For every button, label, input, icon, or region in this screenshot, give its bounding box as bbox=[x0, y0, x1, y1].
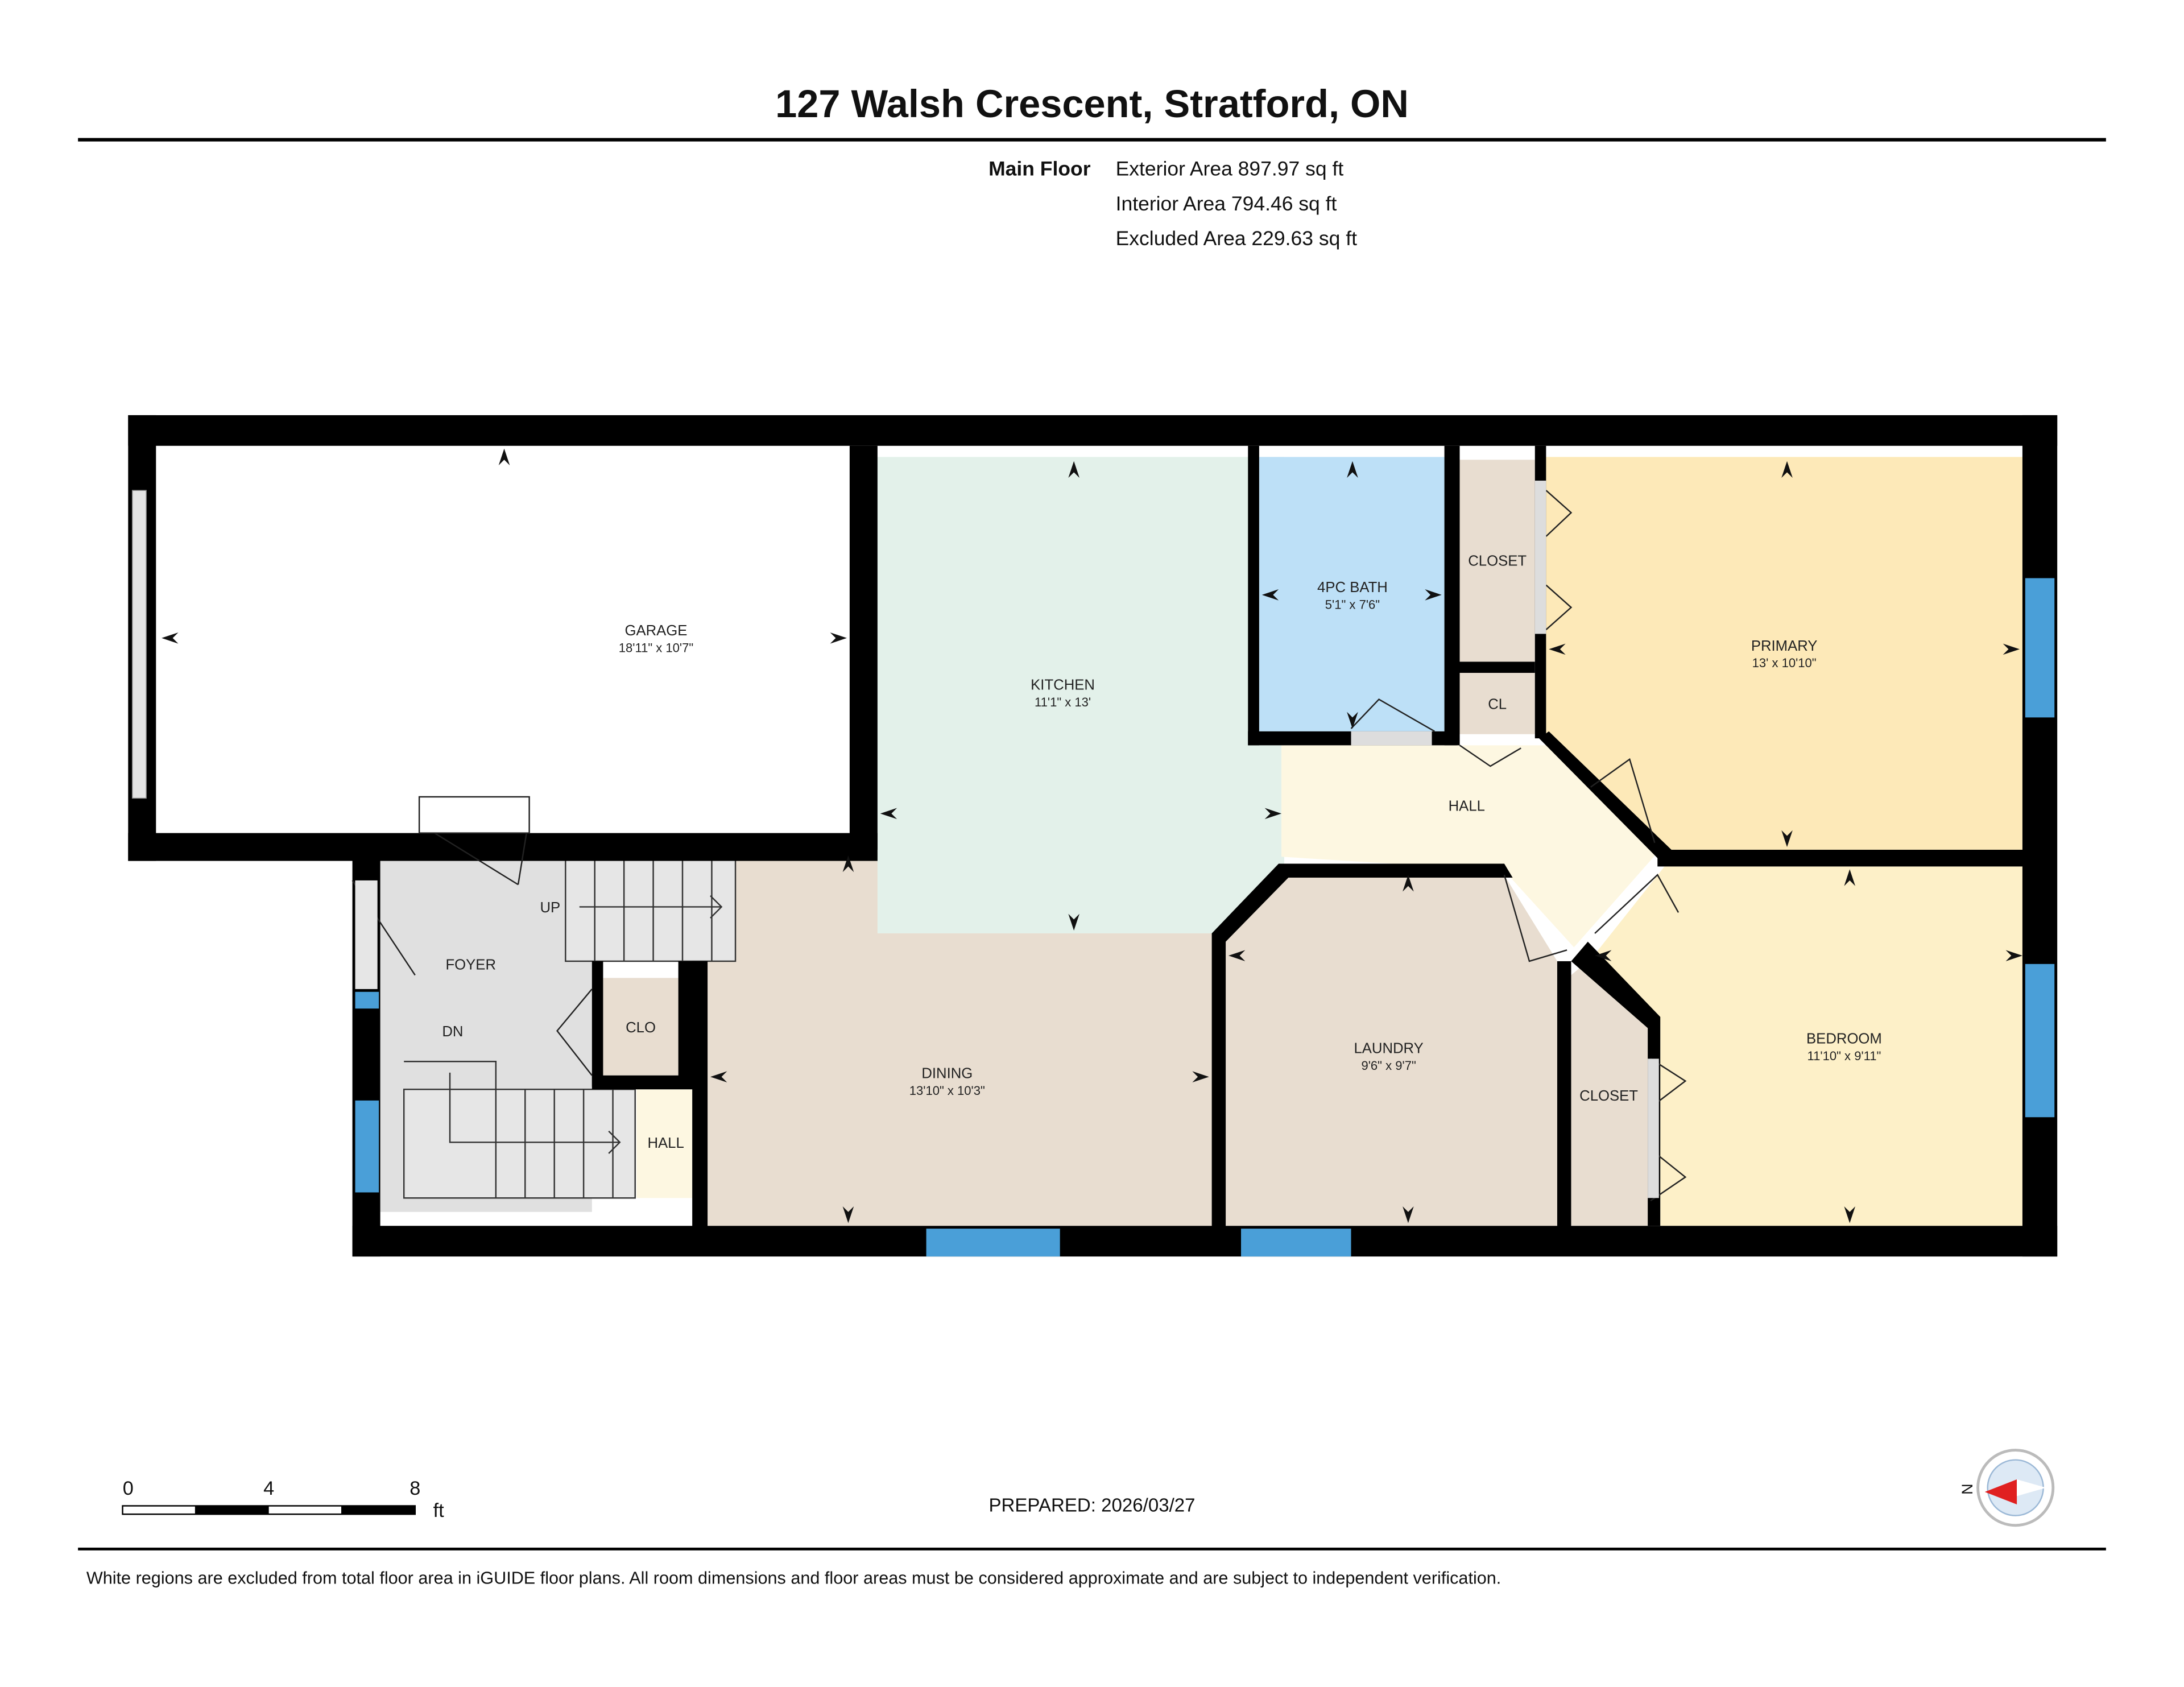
clo-fill bbox=[603, 978, 679, 1076]
dimension-arrows bbox=[162, 448, 2022, 1223]
hall-fill bbox=[1281, 745, 1658, 948]
garage-name: GARAGE bbox=[624, 623, 687, 639]
closet-bedroom-fill bbox=[1571, 961, 1651, 1226]
laundry-fill bbox=[1226, 870, 1557, 1226]
footer-rule bbox=[78, 1547, 2106, 1550]
bedroom-fill bbox=[1595, 866, 2025, 1226]
scale-4: 4 bbox=[263, 1478, 274, 1499]
cl-name: CL bbox=[1488, 697, 1507, 713]
window-bedroom bbox=[2025, 964, 2055, 1118]
hall-small-fill bbox=[636, 1089, 693, 1198]
dining-dims: 13'10" x 10'3" bbox=[909, 1084, 985, 1098]
excluded-area: Excluded Area 229.63 sq ft bbox=[1116, 227, 1357, 250]
laundry-name: LAUNDRY bbox=[1354, 1041, 1423, 1057]
dn-label: DN bbox=[442, 1024, 463, 1040]
bath-dims: 5'1" x 7'6" bbox=[1325, 597, 1380, 611]
kitchen-dims: 11'1" x 13' bbox=[1035, 695, 1091, 709]
up-label: UP bbox=[540, 900, 560, 916]
closet-primary-name: CLOSET bbox=[1468, 553, 1527, 569]
kitchen-name: KITCHEN bbox=[1031, 677, 1095, 693]
interior-area: Interior Area 794.46 sq ft bbox=[1116, 192, 1337, 215]
closet-primary-fill bbox=[1459, 460, 1535, 662]
scale-8: 8 bbox=[410, 1478, 420, 1499]
kitchen-fill bbox=[877, 457, 1284, 933]
window-foyer-2 bbox=[355, 1100, 379, 1193]
compass-label: N bbox=[1959, 1483, 1976, 1494]
garage-dims: 18'11" x 10'7" bbox=[619, 640, 693, 655]
floor-label: Main Floor bbox=[988, 158, 1091, 180]
primary-fill bbox=[1546, 457, 2022, 850]
scale-0: 0 bbox=[123, 1478, 134, 1499]
doors bbox=[351, 481, 1687, 1202]
primary-dims: 13' x 10'10" bbox=[1752, 656, 1817, 670]
footer-disclaimer: White regions are excluded from total fl… bbox=[86, 1569, 1501, 1588]
bath-fill bbox=[1259, 457, 1445, 731]
bedroom-name: BEDROOM bbox=[1806, 1031, 1882, 1047]
laundry-dims: 9'6" x 9'7" bbox=[1361, 1058, 1416, 1073]
cl-fill bbox=[1459, 673, 1535, 734]
bedroom-dims: 11'10" x 9'11" bbox=[1807, 1049, 1881, 1063]
prepared-date: PREPARED: 2026/03/27 bbox=[988, 1495, 1195, 1516]
exterior-area: Exterior Area 897.97 sq ft bbox=[1116, 158, 1344, 180]
window-dining bbox=[926, 1229, 1060, 1257]
bath-name: 4PC BATH bbox=[1317, 580, 1388, 596]
window-foyer-1 bbox=[355, 991, 379, 1009]
window-primary bbox=[2025, 578, 2055, 718]
header-rule bbox=[78, 138, 2106, 142]
hall-small-name: HALL bbox=[647, 1135, 684, 1151]
garage-door bbox=[131, 490, 147, 799]
dining-name: DINING bbox=[921, 1066, 973, 1082]
page-title: 127 Walsh Crescent, Stratford, ON bbox=[775, 82, 1409, 126]
closet-bedroom-name: CLOSET bbox=[1579, 1088, 1638, 1104]
foyer-name: FOYER bbox=[445, 957, 496, 973]
scale-unit: ft bbox=[433, 1500, 445, 1521]
window-laundry bbox=[1241, 1229, 1351, 1257]
hall-name: HALL bbox=[1449, 798, 1485, 814]
scale-bar: 0 4 8 ft bbox=[122, 1478, 445, 1521]
compass-icon: N bbox=[1959, 1449, 2055, 1527]
garage-fill bbox=[156, 445, 850, 833]
primary-name: PRIMARY bbox=[1751, 638, 1818, 654]
clo-name: CLO bbox=[626, 1020, 656, 1036]
windows bbox=[131, 490, 2055, 1257]
